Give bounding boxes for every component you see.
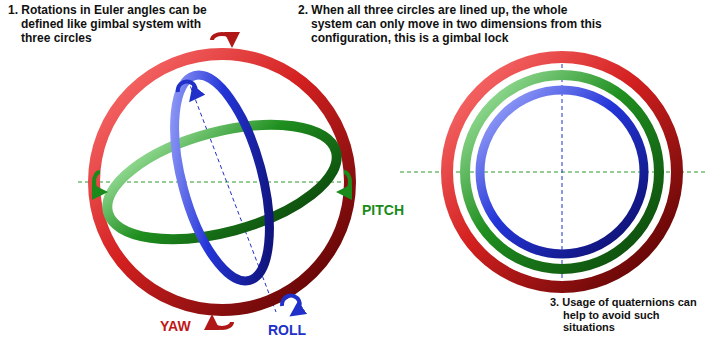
axis-label: ROLL [268,322,306,338]
pitch-ring [95,103,349,261]
yaw-ring [447,57,677,287]
pitch-ring [465,75,659,269]
yaw-ring [94,54,350,310]
pitch-arrow [344,172,350,192]
step-note: 1. Rotations in Euler angles can be defi… [8,4,226,45]
roll-arrow [178,82,196,96]
yaw-arrow [212,322,232,328]
step-note: 2. When all three circles are lined up, … [298,4,611,45]
gimbal-left [78,34,356,328]
roll-arrow [282,296,300,312]
step-note: 3. Usage of quaternions can help to avoi… [550,296,708,334]
pitch-arrow [94,172,100,192]
roll-ring [156,65,288,290]
yaw-arrow [212,34,232,40]
roll-ring [480,90,644,254]
axis-label: YAW [160,318,191,334]
gimbal-right [400,57,705,292]
axis-label: PITCH [362,202,404,218]
